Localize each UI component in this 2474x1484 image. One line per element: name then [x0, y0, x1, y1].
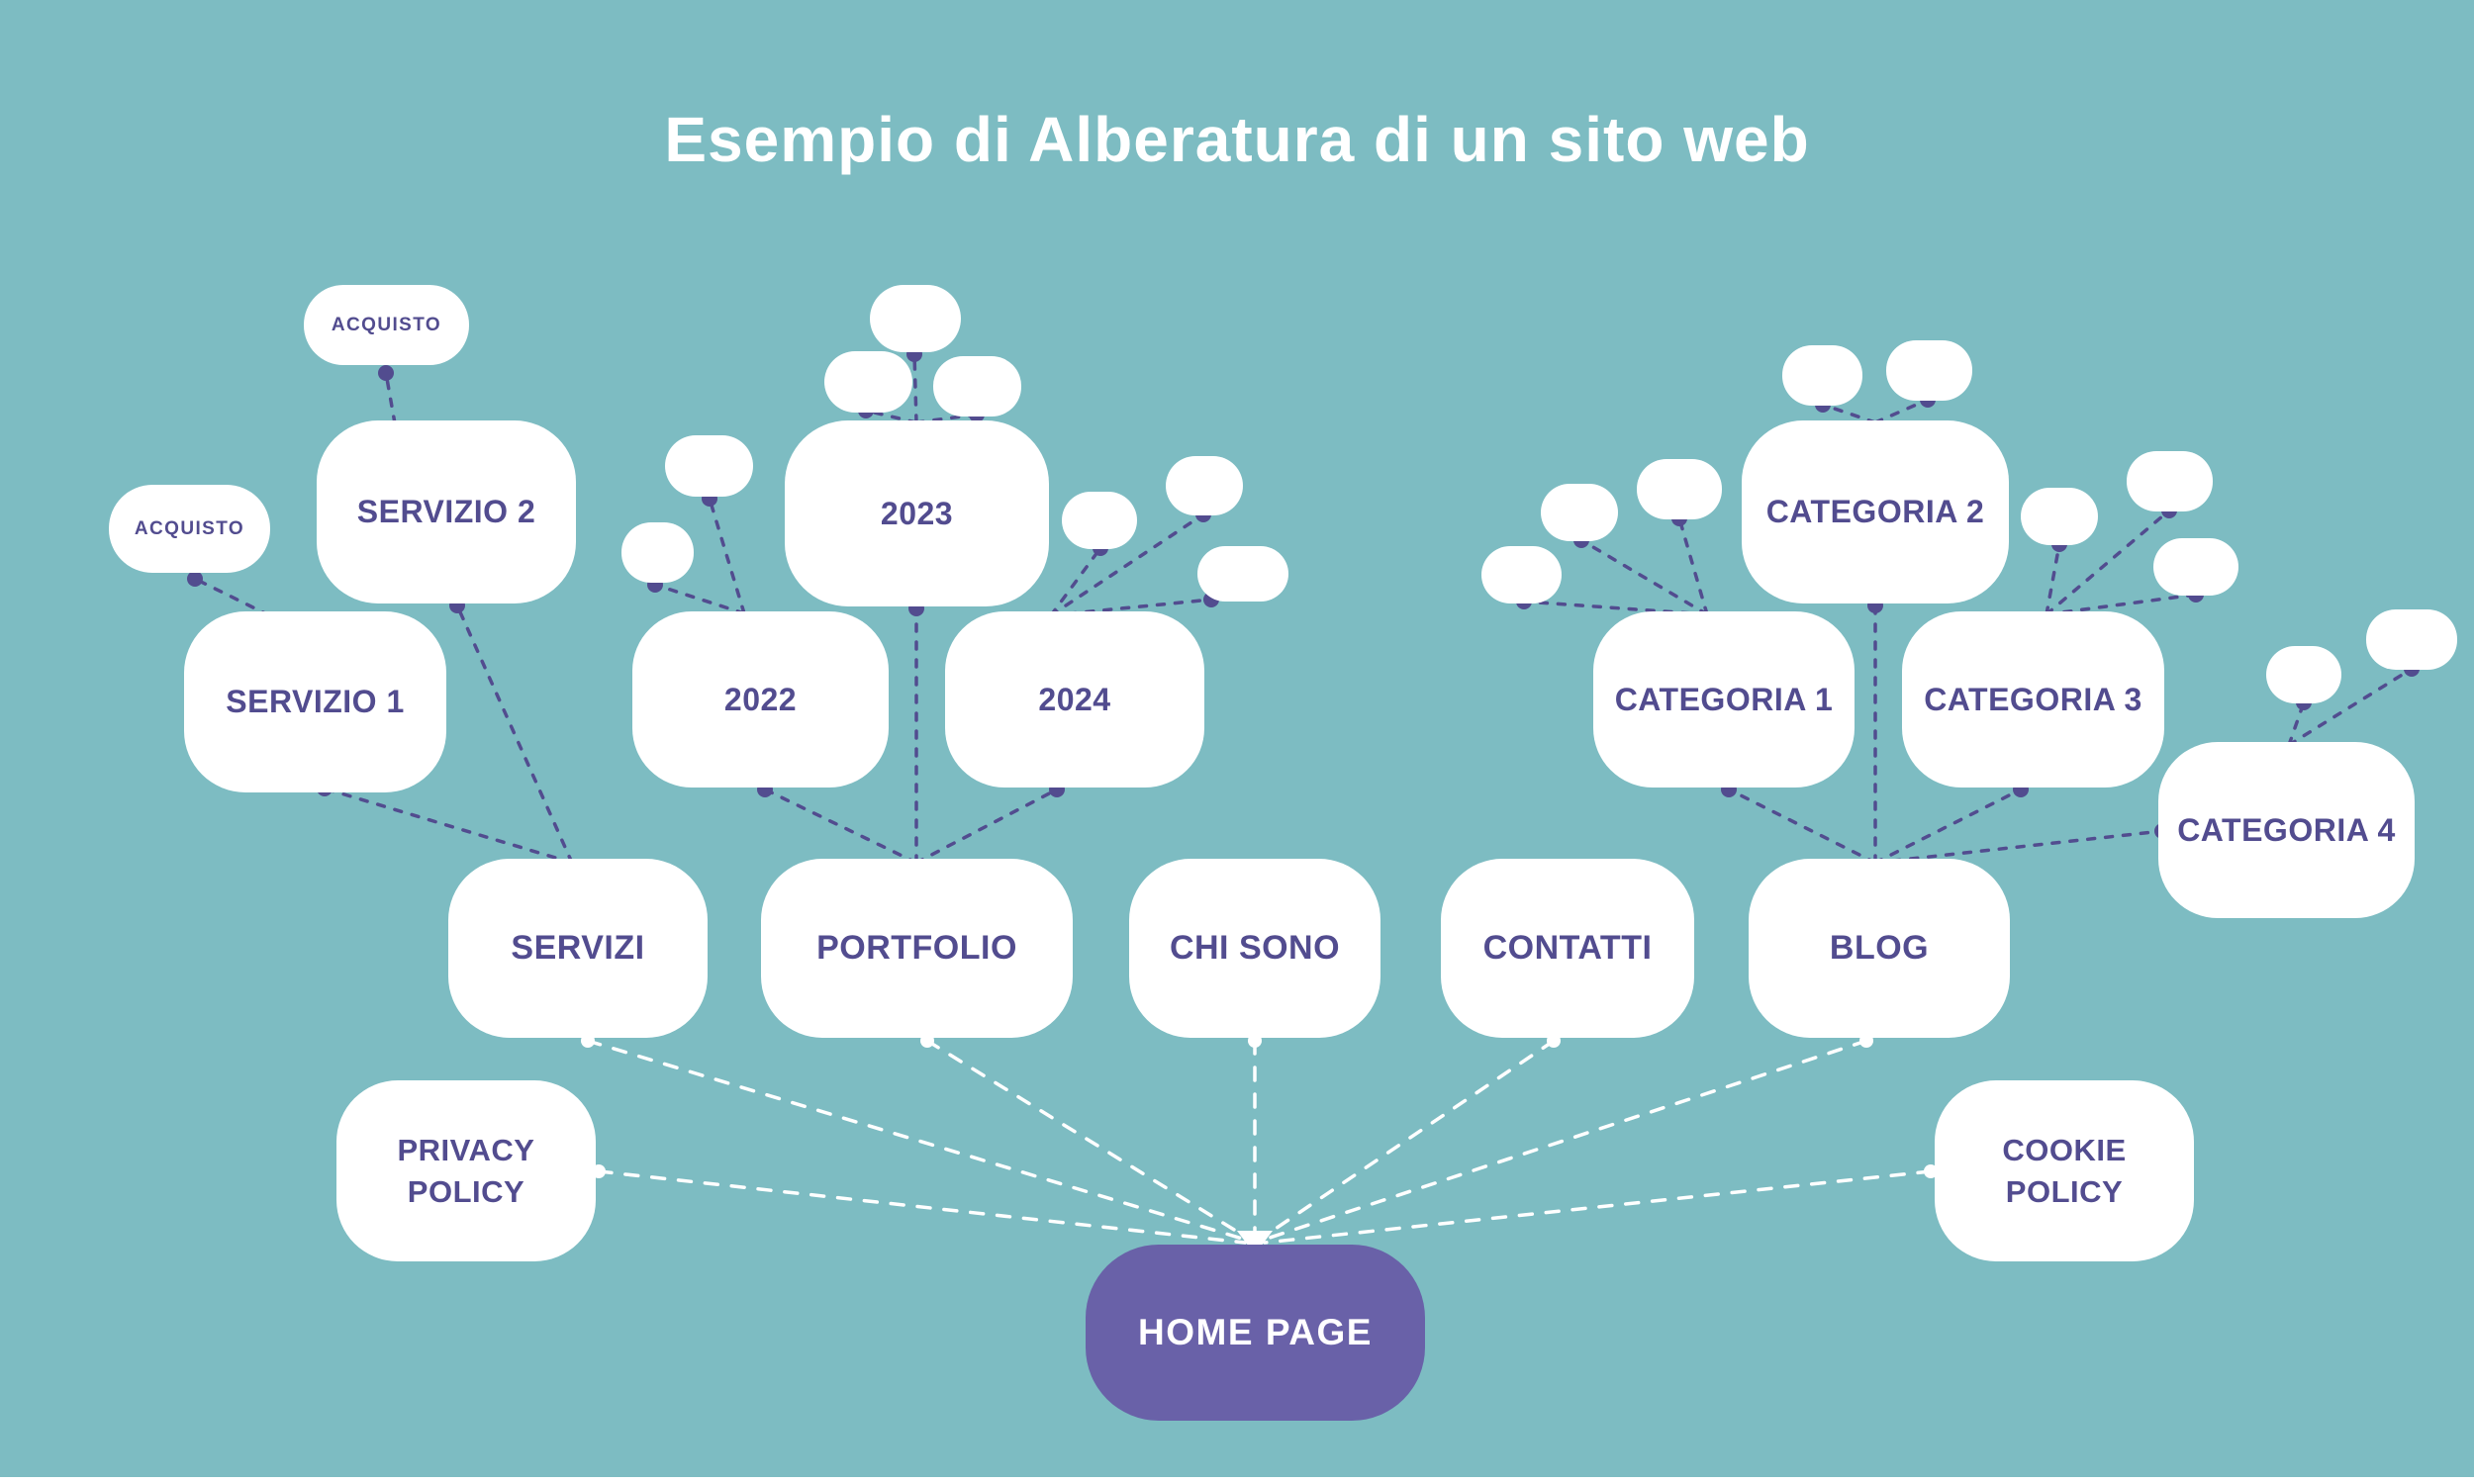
decorative-bubble [1062, 492, 1137, 549]
node-anno-2022: 2022 [632, 611, 889, 788]
node-servizio-2: SERVIZIO 2 [317, 420, 576, 603]
decorative-bubble [1886, 340, 1972, 401]
decorative-bubble [1166, 456, 1243, 515]
node-categoria-3: CATEGORIA 3 [1902, 611, 2164, 788]
node-cookie-policy: COOKIE POLICY [1935, 1080, 2194, 1261]
decorative-bubble [2127, 451, 2213, 511]
node-anno-2024: 2024 [945, 611, 1204, 788]
decorative-bubble [2266, 646, 2341, 703]
decorative-bubble [665, 435, 753, 497]
decorative-bubble [1782, 345, 1862, 406]
decorative-bubble [2366, 609, 2457, 670]
decorative-bubble [1637, 459, 1722, 519]
decorative-bubble [933, 356, 1021, 417]
decorative-bubble [870, 285, 961, 352]
node-chi-sono: CHI SONO [1129, 859, 1380, 1038]
node-categoria-1: CATEGORIA 1 [1593, 611, 1855, 788]
node-portfolio: PORTFOLIO [761, 859, 1073, 1038]
node-categoria-4: CATEGORIA 4 [2158, 742, 2415, 918]
decorative-bubble [824, 351, 912, 413]
decorative-bubble [2021, 488, 2098, 545]
decorative-bubble [1541, 484, 1618, 541]
node-contatti: CONTATTI [1441, 859, 1694, 1038]
bottom-edge-strip [0, 1477, 2474, 1484]
node-servizi: SERVIZI [448, 859, 708, 1038]
decorative-bubble [621, 522, 694, 583]
decorative-bubble [2153, 538, 2238, 596]
node-privacy-policy: PRIVACY POLICY [336, 1080, 596, 1261]
node-blog: BLOG [1749, 859, 2010, 1038]
node-categoria-2: CATEGORIA 2 [1742, 420, 2009, 603]
decorative-bubble [1197, 546, 1288, 602]
node-anno-2023: 2023 [785, 420, 1049, 606]
node-home-page: HOME PAGE [1086, 1245, 1425, 1421]
page-title: Esempio di Alberatura di un sito web [664, 104, 1810, 175]
node-acquisto-servizio-2: ACQUISTO [304, 285, 469, 365]
node-servizio-1: SERVIZIO 1 [184, 611, 446, 792]
white-connectors [581, 1034, 1938, 1254]
decorative-bubble [1481, 546, 1562, 603]
node-acquisto-servizio-1: ACQUISTO [109, 485, 270, 573]
